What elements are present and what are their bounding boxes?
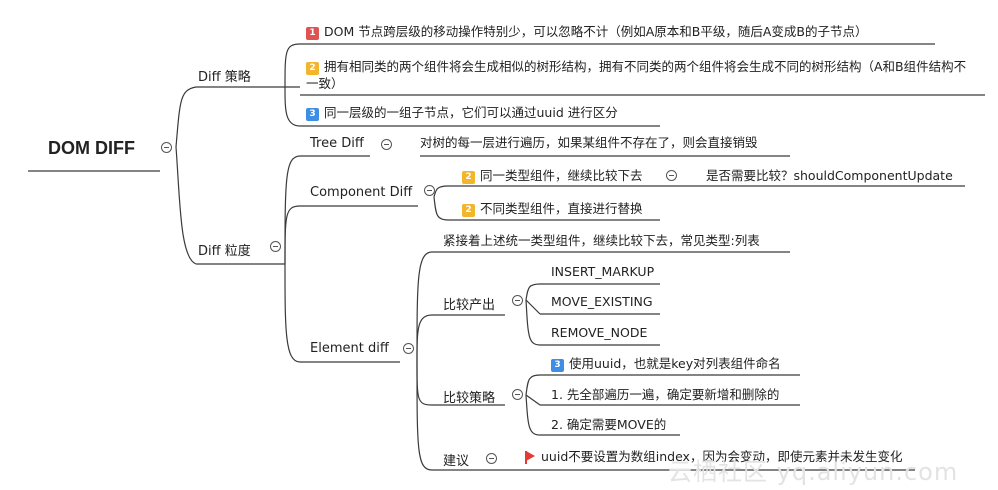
suggestion-label[interactable]: 建议 <box>443 454 470 469</box>
priority-2-icon: 2 <box>462 171 475 184</box>
strategy-item-3[interactable]: 3 同一层级的一组子节点，它们可以通过uuid 进行区分 <box>306 104 618 121</box>
priority-2-icon: 2 <box>462 204 475 217</box>
should-component-update[interactable]: 是否需要比较？shouldComponentUpdate <box>706 168 953 183</box>
output-item[interactable]: REMOVE_NODE <box>551 325 648 340</box>
component-diff-type[interactable]: 2 不同类型组件，直接进行替换 <box>462 200 643 217</box>
suggestion-text: uuid不要设置为数组index，因为会变动，即使元素并未发生变化 <box>541 449 903 464</box>
component-same-type-text: 同一类型组件，继续比较下去 <box>480 168 643 183</box>
priority-3-icon: 3 <box>551 359 564 372</box>
collapse-icon[interactable] <box>270 241 281 252</box>
suggestion-text-node[interactable]: uuid不要设置为数组index，因为会变动，即使元素并未发生变化 <box>525 448 903 465</box>
tree-diff-label[interactable]: Tree Diff <box>310 136 364 151</box>
root-topic[interactable]: DOM DIFF <box>48 138 135 158</box>
strategy-uuid-text: 使用uuid，也就是key对列表组件命名 <box>569 356 781 371</box>
priority-3-icon: 3 <box>306 108 319 121</box>
component-diff-label[interactable]: Component Diff <box>310 185 413 200</box>
collapse-icon[interactable] <box>486 453 497 464</box>
flag-icon <box>525 451 535 464</box>
strategy-item-1-text: DOM 节点跨层级的移动操作特别少，可以忽略不计（例如A原本和B平级，随后A变成… <box>324 24 868 39</box>
strategy-step-2[interactable]: 2. 确定需要MOVE的 <box>551 417 667 432</box>
strategy-step-1[interactable]: 1. 先全部遍历一遍，确定要新增和删除的 <box>551 387 780 402</box>
element-diff-intro[interactable]: 紧接着上述统一类型组件，继续比较下去，常见类型:列表 <box>443 233 760 248</box>
collapse-icon[interactable] <box>512 389 523 400</box>
strategy-item-1[interactable]: 1 DOM 节点跨层级的移动操作特别少，可以忽略不计（例如A原本和B平级，随后A变… <box>306 23 867 40</box>
priority-2-icon: 2 <box>306 62 319 75</box>
priority-1-icon: 1 <box>306 27 319 40</box>
component-diff-type-text: 不同类型组件，直接进行替换 <box>480 201 643 216</box>
collapse-icon[interactable] <box>424 185 435 196</box>
output-item[interactable]: MOVE_EXISTING <box>551 294 653 309</box>
collapse-icon[interactable] <box>381 139 392 150</box>
output-item[interactable]: INSERT_MARKUP <box>551 264 655 279</box>
diff-granularity-label[interactable]: Diff 粒度 <box>198 244 251 259</box>
component-same-type[interactable]: 2 同一类型组件，继续比较下去 <box>462 167 643 184</box>
diff-strategy-label[interactable]: Diff 策略 <box>198 70 251 85</box>
compare-output-label[interactable]: 比较产出 <box>443 298 496 313</box>
element-diff-label[interactable]: Element diff <box>310 341 389 356</box>
watermark: 云栖社区 yq.aliyun.com <box>668 458 959 486</box>
compare-strategy-label[interactable]: 比较策略 <box>443 391 496 406</box>
collapse-icon[interactable] <box>666 170 677 181</box>
strategy-item-2-text: 拥有相同类的两个组件将会生成相似的树形结构，拥有不同类的两个组件将会生成不同的树… <box>306 59 967 91</box>
collapse-icon[interactable] <box>512 295 523 306</box>
collapse-icon[interactable] <box>161 142 172 153</box>
strategy-uuid[interactable]: 3 使用uuid，也就是key对列表组件命名 <box>551 355 781 372</box>
tree-diff-text[interactable]: 对树的每一层进行遍历，如果某组件不存在了，则会直接销毁 <box>420 135 758 150</box>
strategy-item-3-text: 同一层级的一组子节点，它们可以通过uuid 进行区分 <box>324 105 618 120</box>
collapse-icon[interactable] <box>403 343 414 354</box>
